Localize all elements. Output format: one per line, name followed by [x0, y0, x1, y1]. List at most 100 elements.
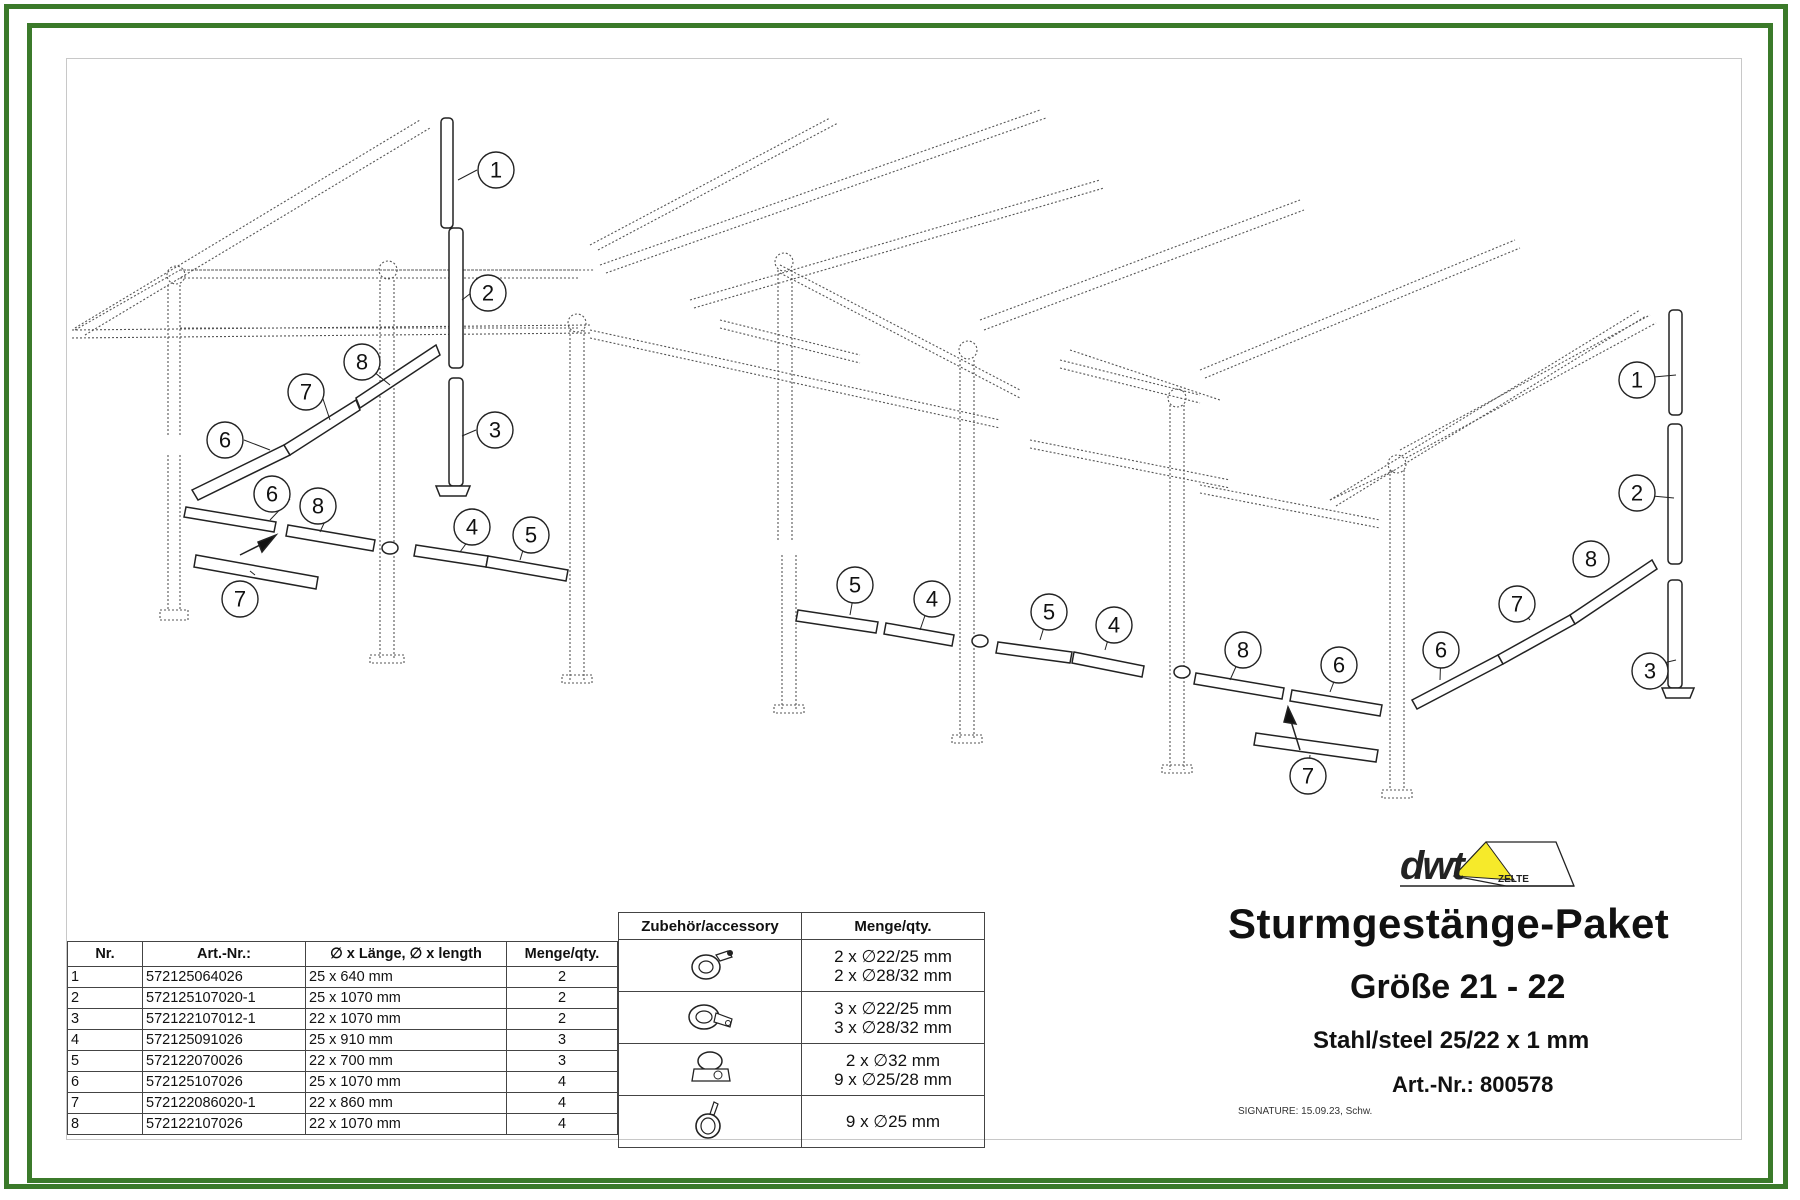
cell-nr: 7 [67, 1092, 143, 1114]
svg-text:4: 4 [1108, 613, 1120, 638]
svg-text:3: 3 [489, 418, 501, 443]
cell-article: 572122107012-1 [142, 1008, 306, 1030]
cell-dimension: 22 x 1070 mm [305, 1113, 507, 1135]
accessory-qty-line: 9 x ∅25 mm [845, 1112, 941, 1131]
svg-text:5: 5 [525, 523, 537, 548]
callout-4-mid-2: 4 [1095, 606, 1133, 644]
col-article: Art.-Nr.: [142, 941, 306, 967]
cell-dimension: 22 x 860 mm [305, 1092, 507, 1114]
cell-qty: 4 [506, 1113, 618, 1135]
col-nr: Nr. [67, 941, 143, 967]
callout-6-left: 6 [253, 475, 291, 513]
svg-text:8: 8 [356, 350, 368, 375]
callout-2-left: 2 [469, 274, 507, 312]
pipe-clamp-icon [618, 991, 802, 1044]
callout-2-right: 2 [1618, 474, 1656, 512]
cell-article: 572125107026 [142, 1071, 306, 1093]
callout-8-mid: 8 [1224, 631, 1262, 669]
cell-qty: 4 [506, 1092, 618, 1114]
accessory-table-header: Zubehör/accessory Menge/qty. [618, 912, 985, 940]
cell-dimension: 25 x 1070 mm [305, 1071, 507, 1093]
accessory-qty-line: 2 x ∅22/25 mm [834, 946, 952, 966]
cell-nr: 3 [67, 1008, 143, 1030]
cell-nr: 2 [67, 987, 143, 1009]
callout-8-left-diag: 8 [343, 343, 381, 381]
accessory-qty-line: 3 x ∅22/25 mm [834, 998, 952, 1018]
accessory-qty-line: 2 x ∅28/32 mm [834, 965, 952, 985]
svg-text:7: 7 [300, 380, 312, 405]
svg-text:8: 8 [1237, 638, 1249, 663]
cell-nr: 1 [67, 966, 143, 988]
accessory-qty-line: 2 x ∅32 mm [845, 1050, 941, 1070]
callout-7-left: 7 [221, 580, 259, 618]
svg-text:7: 7 [1511, 592, 1523, 617]
accessory-qty-line: 9 x ∅25/28 mm [834, 1069, 952, 1089]
signature: SIGNATURE: 15.09.23, Schw. [1238, 1106, 1373, 1117]
callout-5-left: 5 [512, 516, 550, 554]
svg-text:7: 7 [1302, 764, 1314, 789]
callout-3-left: 3 [476, 411, 514, 449]
callout-8-right: 8 [1572, 540, 1610, 578]
svg-text:6: 6 [1333, 653, 1345, 678]
callout-3-right: 3 [1631, 652, 1669, 690]
svg-text:1: 1 [1631, 368, 1643, 393]
callout-1-left: 1 [477, 151, 515, 189]
svg-text:4: 4 [926, 587, 938, 612]
svg-text:5: 5 [1043, 600, 1055, 625]
cell-dimension: 25 x 910 mm [305, 1029, 507, 1051]
cell-qty: 2 [506, 966, 618, 988]
callout-6-left-diag: 6 [206, 421, 244, 459]
inner-frame-border [27, 23, 1773, 1183]
callout-6-right: 6 [1422, 631, 1460, 669]
callout-1-right: 1 [1618, 361, 1656, 399]
callout-6-mid: 6 [1320, 646, 1358, 684]
parts-table: Nr. Art.-Nr.: ∅ x Länge, ∅ x length Meng… [67, 941, 618, 1135]
logo-sub: ZELTE [1498, 874, 1529, 885]
cell-article: 572122107026 [142, 1113, 306, 1135]
tab-clamp-icon [618, 1043, 802, 1096]
svg-text:8: 8 [312, 494, 324, 519]
cell-article: 572122070026 [142, 1050, 306, 1072]
callout-7-right: 7 [1498, 585, 1536, 623]
cell-dimension: 25 x 1070 mm [305, 987, 507, 1009]
cell-nr: 6 [67, 1071, 143, 1093]
cell-nr: 8 [67, 1113, 143, 1135]
cell-nr: 4 [67, 1029, 143, 1051]
clamp-with-screw-icon [618, 939, 802, 992]
cell-nr: 5 [67, 1050, 143, 1072]
col-dimension: ∅ x Länge, ∅ x length [305, 941, 507, 967]
cell-article: 572125064026 [142, 966, 306, 988]
svg-text:6: 6 [266, 482, 278, 507]
outer-frame-border [4, 4, 1788, 1189]
cell-qty: 3 [506, 1029, 618, 1051]
col-accessory: Zubehör/accessory [618, 912, 802, 940]
svg-text:6: 6 [219, 428, 231, 453]
callout-5-mid-2: 5 [1030, 593, 1068, 631]
cell-qty: 2 [506, 1008, 618, 1030]
callout-5-mid: 5 [836, 566, 874, 604]
svg-text:8: 8 [1585, 547, 1597, 572]
callout-7-left-diag: 7 [287, 373, 325, 411]
material-label: Stahl/steel 25/22 x 1 mm [1313, 1027, 1590, 1054]
accessory-qty-line: 3 x ∅28/32 mm [834, 1017, 952, 1037]
col-qty: Menge/qty. [506, 941, 618, 967]
product-title: Sturmgestänge-Paket [1228, 900, 1670, 947]
cell-article: 572125091026 [142, 1029, 306, 1051]
callout-4-mid: 4 [913, 580, 951, 618]
accessory-table: Zubehör/accessory Menge/qty. 2 x ∅22/25 … [618, 912, 985, 1148]
cell-dimension: 22 x 700 mm [305, 1050, 507, 1072]
table-row: 9 x ∅25 mm [618, 1095, 985, 1148]
